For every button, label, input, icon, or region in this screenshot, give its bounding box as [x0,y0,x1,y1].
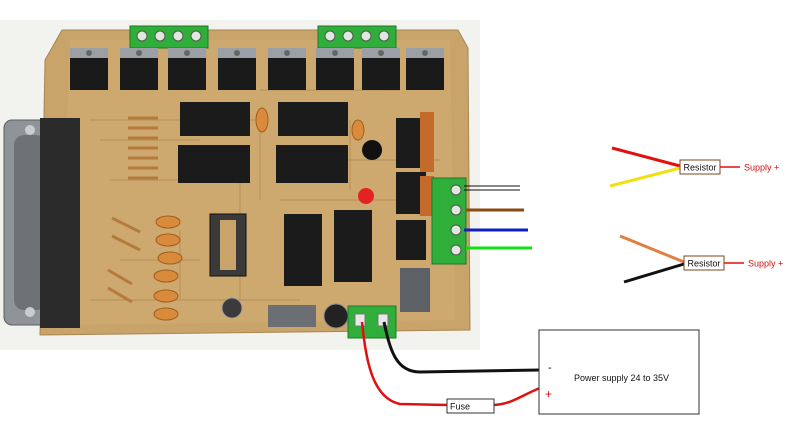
heatsink [268,305,316,327]
terminal-block-top-right [317,25,397,49]
psu-minus-label: - [548,362,552,374]
electrolytic-capacitor-2 [323,303,349,329]
transistor-row [70,48,444,90]
supply-label-b: Supply + [748,259,783,269]
right-transistors [396,112,434,312]
small-transistor-icon [362,140,383,160]
fuse-box [446,398,495,414]
power-supply-label: Power supply 24 to 35V [574,373,669,383]
resistor-label-a: Resistor [683,163,716,173]
motor-terminal-block [431,177,467,265]
motor-wires [464,185,532,250]
coil-b-wiring [619,234,744,284]
db25-connector [3,118,80,328]
fuse-label: Fuse [450,402,470,412]
capacitor-column [153,107,365,321]
resistor-label-b: Resistor [687,259,720,269]
power-supply-box [538,329,700,415]
led-icon [358,188,374,204]
resistor-bank [107,116,158,304]
electrolytic-capacitor [221,297,243,319]
coil-a-wiring [609,146,740,188]
supply-label-a: Supply + [744,163,779,173]
psu-plus-label: + [545,387,552,401]
terminal-block-top-left [129,25,209,49]
power-terminal-block [347,305,397,339]
ic-chips [178,102,372,286]
power-wiring [360,321,541,407]
